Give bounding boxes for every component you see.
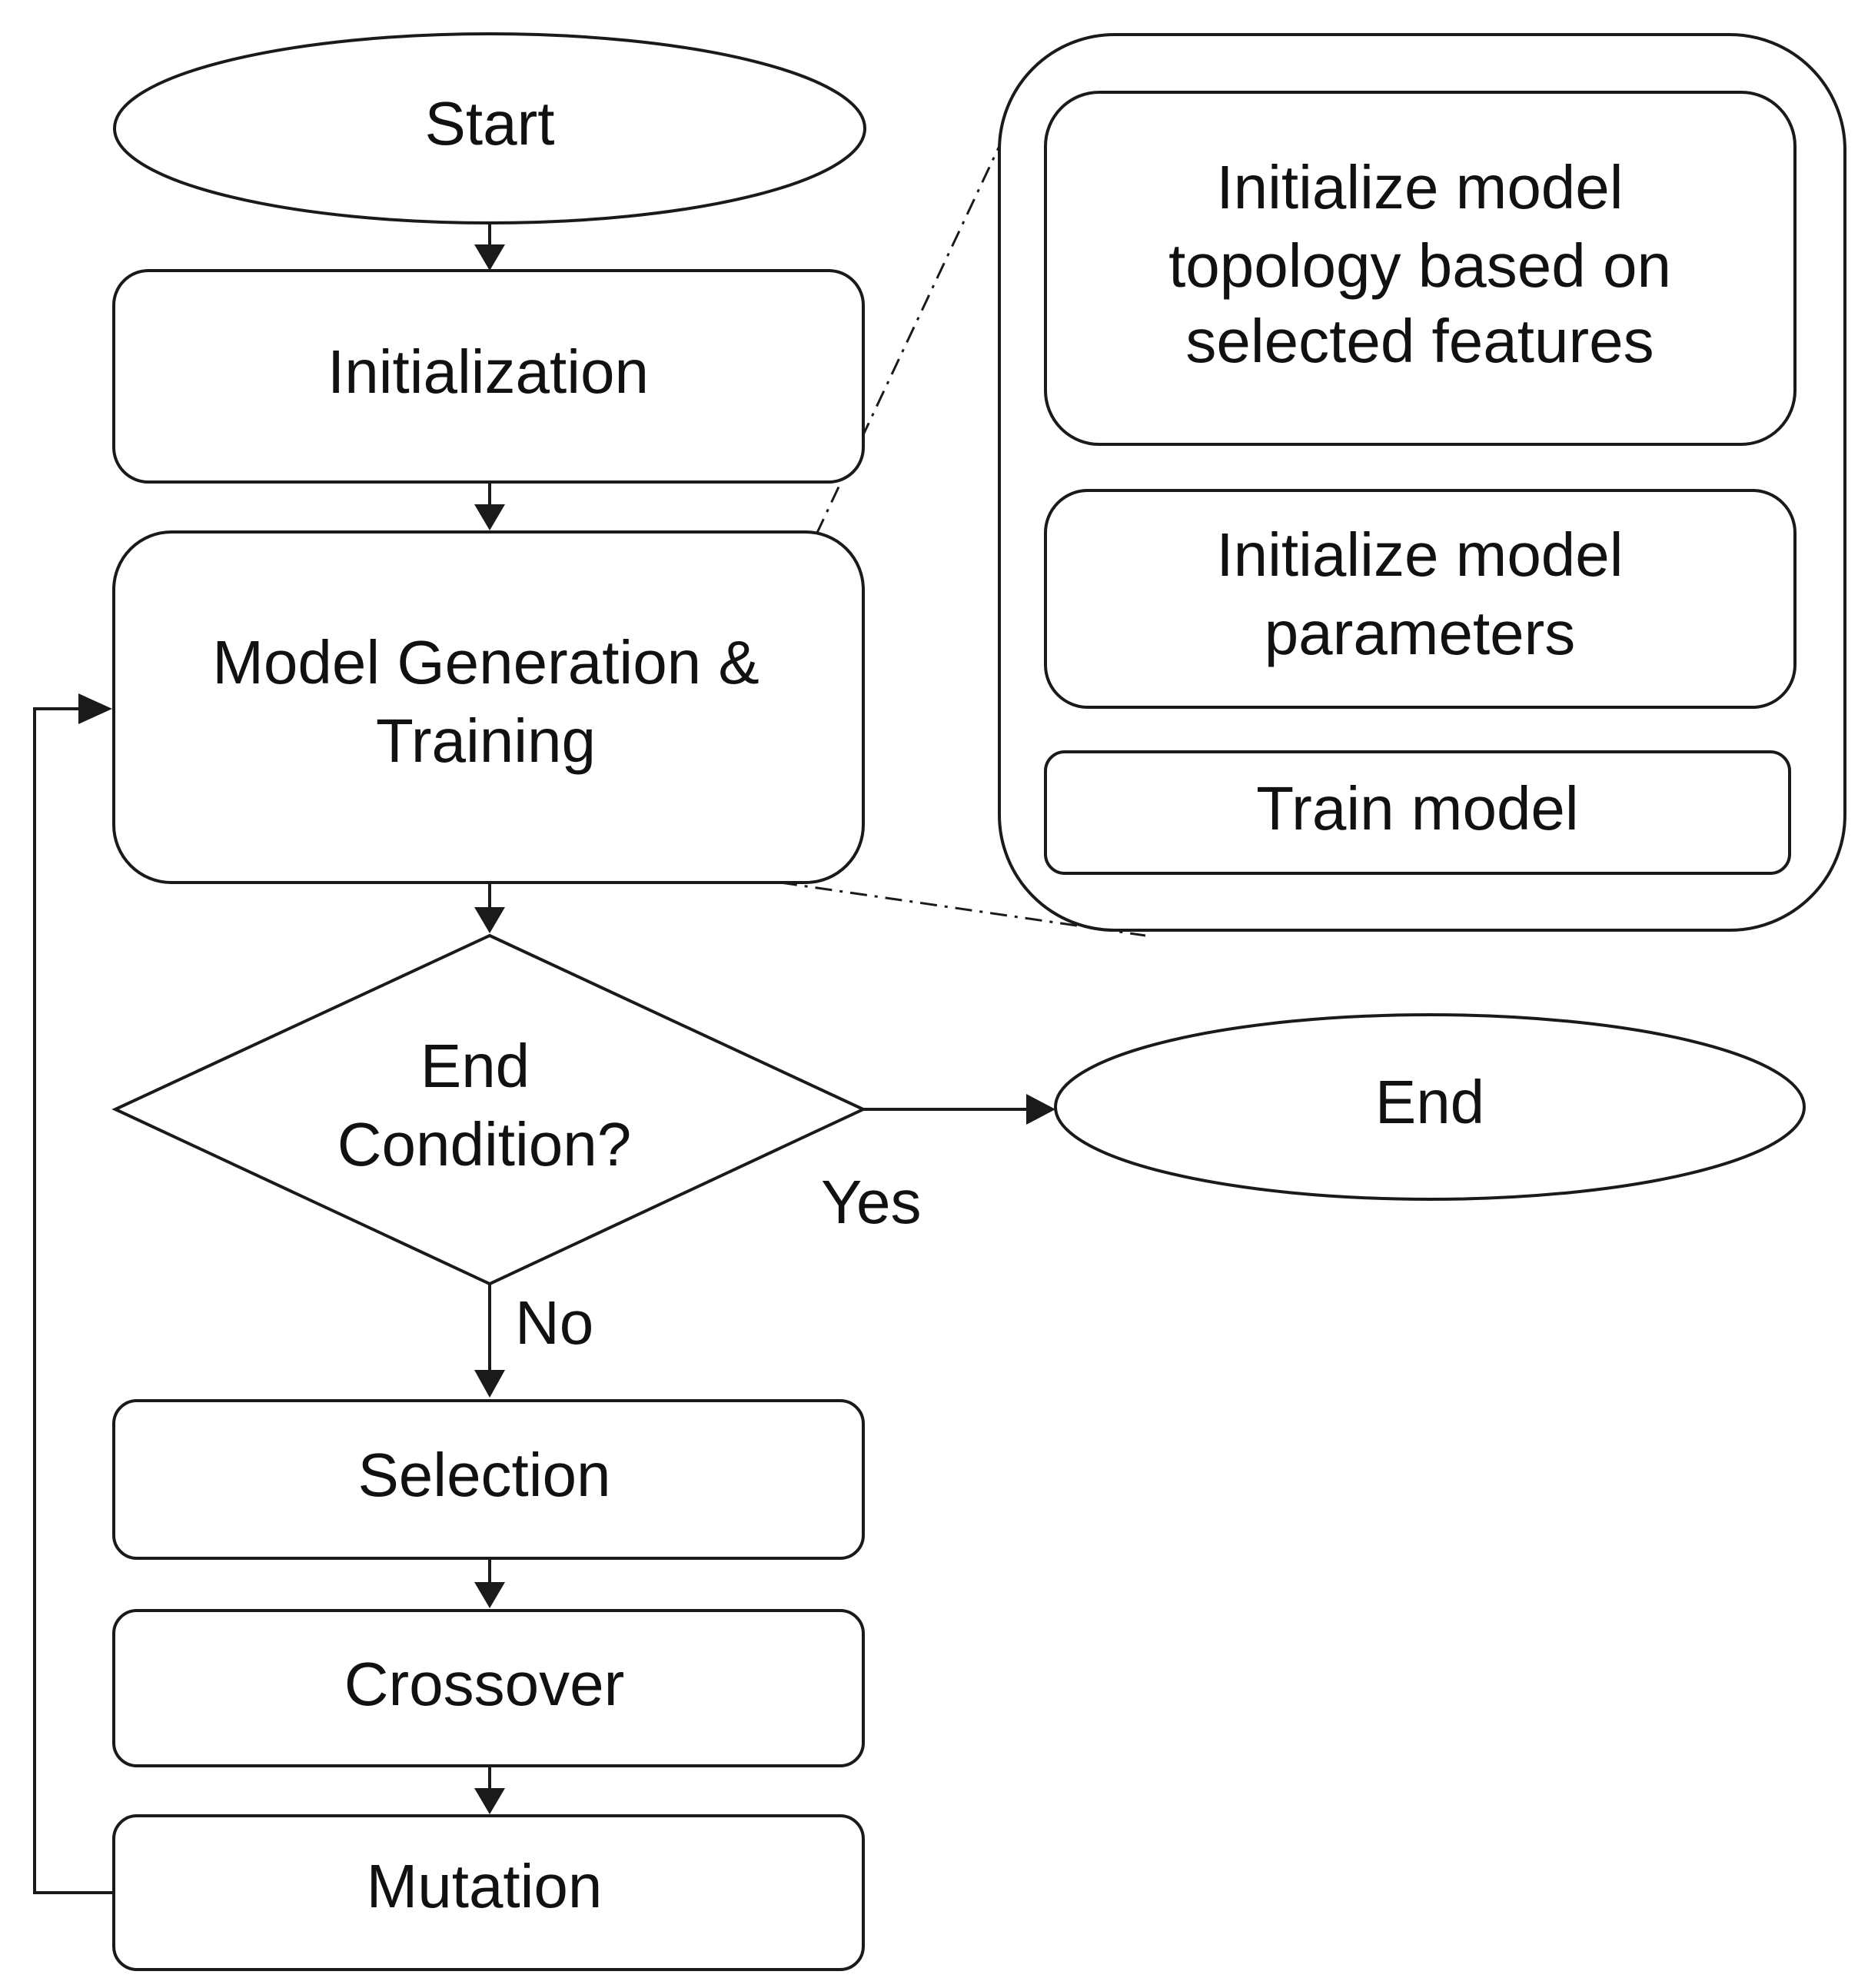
no-label: No	[515, 1288, 593, 1357]
end-label: End	[1375, 1068, 1484, 1136]
detail-topology-line-3: selected features	[1185, 307, 1654, 375]
end-condition-line-2: Condition?	[337, 1110, 632, 1179]
selection-label: Selection	[357, 1441, 610, 1509]
arrowhead-init	[474, 244, 505, 271]
arrowhead-selection	[474, 1370, 505, 1398]
arrowhead-end	[1026, 1094, 1055, 1125]
callout-line-bottom	[779, 881, 1146, 937]
initialization-label: Initialization	[327, 337, 649, 406]
arrowhead-mutation	[474, 1788, 505, 1814]
model-generation-line-2: Training	[376, 706, 596, 775]
arrowhead-decision	[474, 907, 505, 933]
model-generation-line-1: Model Generation &	[212, 628, 759, 696]
detail-box-train	[1044, 750, 1791, 875]
arrowhead-crossover	[474, 1582, 505, 1608]
detail-box-topology	[1044, 91, 1797, 446]
start-label: Start	[425, 89, 555, 158]
detail-parameters-line-2: parameters	[1265, 599, 1576, 667]
arrowhead-loop	[78, 693, 112, 724]
detail-parameters-line-1: Initialize model	[1216, 520, 1623, 589]
edge-loop-back	[33, 707, 114, 1894]
crossover-label: Crossover	[344, 1650, 625, 1718]
mutation-label: Mutation	[367, 1852, 603, 1920]
detail-train-label: Train model	[1256, 774, 1578, 843]
end-condition-line-1: End	[420, 1032, 530, 1100]
yes-label: Yes	[821, 1168, 922, 1236]
detail-topology-line-2: topology based on	[1168, 231, 1671, 300]
arrowhead-model	[474, 504, 505, 530]
end-terminal	[1054, 1013, 1806, 1201]
detail-box-parameters	[1044, 489, 1797, 709]
detail-topology-line-1: Initialize model	[1216, 153, 1623, 221]
